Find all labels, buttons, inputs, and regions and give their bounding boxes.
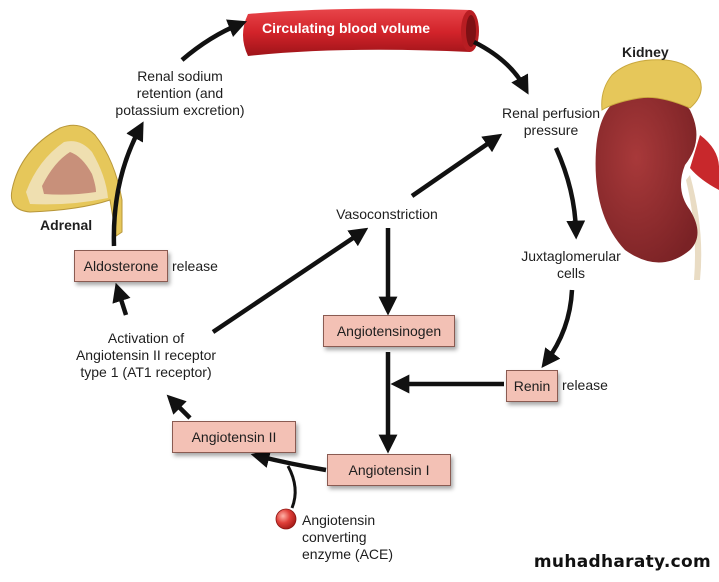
arrow-at1-to-vasoconstriction bbox=[211, 227, 369, 334]
arrow-angiotensin-i-to-angiotensin-ii bbox=[250, 449, 327, 473]
vasoconstriction-label: Vasoconstriction bbox=[336, 206, 438, 222]
aldosterone-box: Aldosterone bbox=[74, 250, 168, 282]
arrow-jg-to-renin bbox=[541, 289, 575, 369]
renin-release-label: release bbox=[562, 377, 608, 393]
renin-box: Renin bbox=[506, 370, 558, 402]
renal-sodium-retention-label: Renal sodium retention (and potassium ex… bbox=[115, 68, 245, 118]
juxtaglomerular-cells-label: Juxtaglomerular cells bbox=[521, 248, 621, 281]
arrow-vasoconstriction-to-perfusion bbox=[410, 133, 503, 198]
at1-activation-label: Activation of Angiotensin II receptor ty… bbox=[75, 330, 217, 380]
arrow-vessel-to-perfusion bbox=[472, 39, 529, 95]
ace-enzyme-icon bbox=[275, 508, 297, 530]
adrenal-gland-icon bbox=[10, 124, 123, 237]
kidney-icon bbox=[595, 59, 719, 280]
arrow-angiotensin-ii-to-at1 bbox=[166, 394, 192, 420]
arrow-aldosterone-to-sodium bbox=[111, 121, 144, 247]
adrenal-label: Adrenal bbox=[40, 217, 93, 233]
angiotensinogen-box: Angiotensinogen bbox=[323, 315, 455, 347]
aldosterone-release-label: release bbox=[172, 258, 218, 274]
angiotensin-i-box: Angiotensin I bbox=[327, 454, 451, 486]
arrow-ace-branch bbox=[286, 465, 297, 509]
renal-perfusion-pressure-label: Renal perfusion pressure bbox=[501, 105, 601, 138]
arrow-sodium-to-vessel bbox=[180, 19, 248, 62]
circulating-blood-volume-label: Circulating blood volume bbox=[261, 20, 430, 36]
arrow-at1-to-aldosterone bbox=[112, 282, 131, 316]
ace-label: Angiotensin converting enzyme (ACE) bbox=[302, 512, 394, 562]
arrows bbox=[111, 19, 586, 509]
angiotensin-ii-box: Angiotensin II bbox=[172, 421, 296, 453]
arrow-perfusion-to-jg bbox=[553, 147, 586, 240]
watermark: muhadharaty.com bbox=[533, 552, 711, 572]
kidney-label: Kidney bbox=[622, 44, 669, 60]
